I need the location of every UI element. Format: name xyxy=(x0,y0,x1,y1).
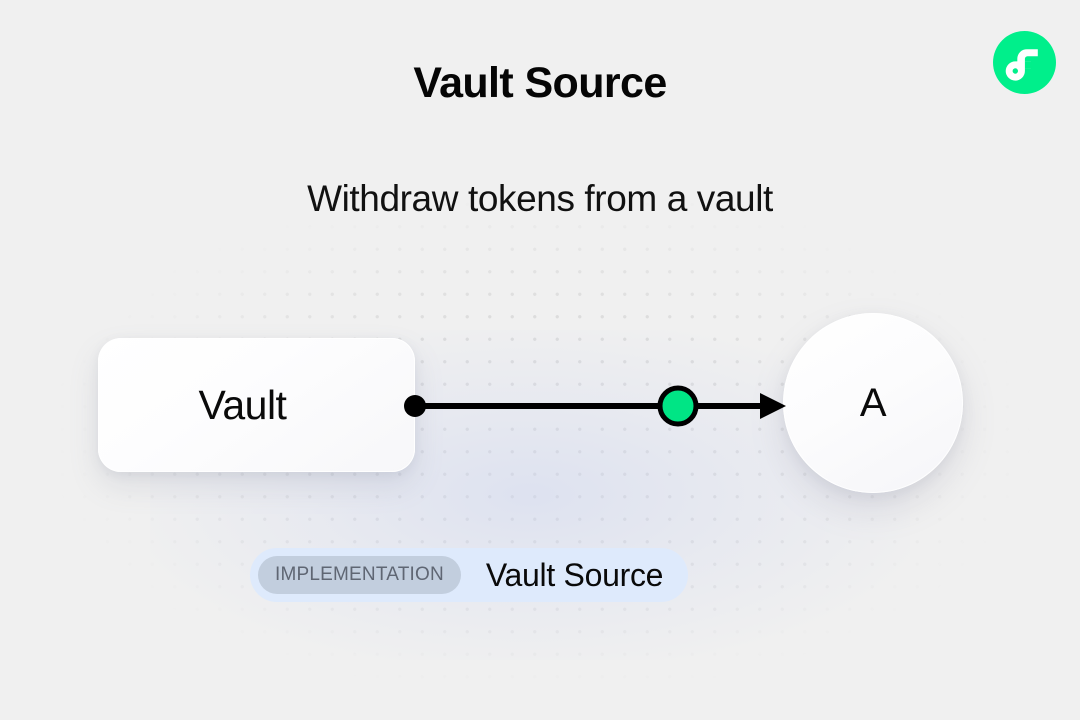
node-target-a[interactable]: A xyxy=(783,313,963,493)
node-vault[interactable]: Vault xyxy=(98,338,415,472)
implementation-chip-label: IMPLEMENTATION xyxy=(275,564,444,585)
node-target-label: A xyxy=(859,380,887,425)
implementation-chip: IMPLEMENTATION xyxy=(258,556,461,594)
page-title: Vault Source xyxy=(413,59,667,107)
implementation-badge[interactable]: IMPLEMENTATION Vault Source xyxy=(250,548,689,602)
flow-logo-icon xyxy=(993,31,1056,94)
implementation-name: Vault Source xyxy=(485,556,664,593)
connector-node-icon[interactable] xyxy=(657,385,699,427)
page-subtitle: Withdraw tokens from a vault xyxy=(307,178,773,219)
node-vault-label: Vault xyxy=(198,381,287,428)
